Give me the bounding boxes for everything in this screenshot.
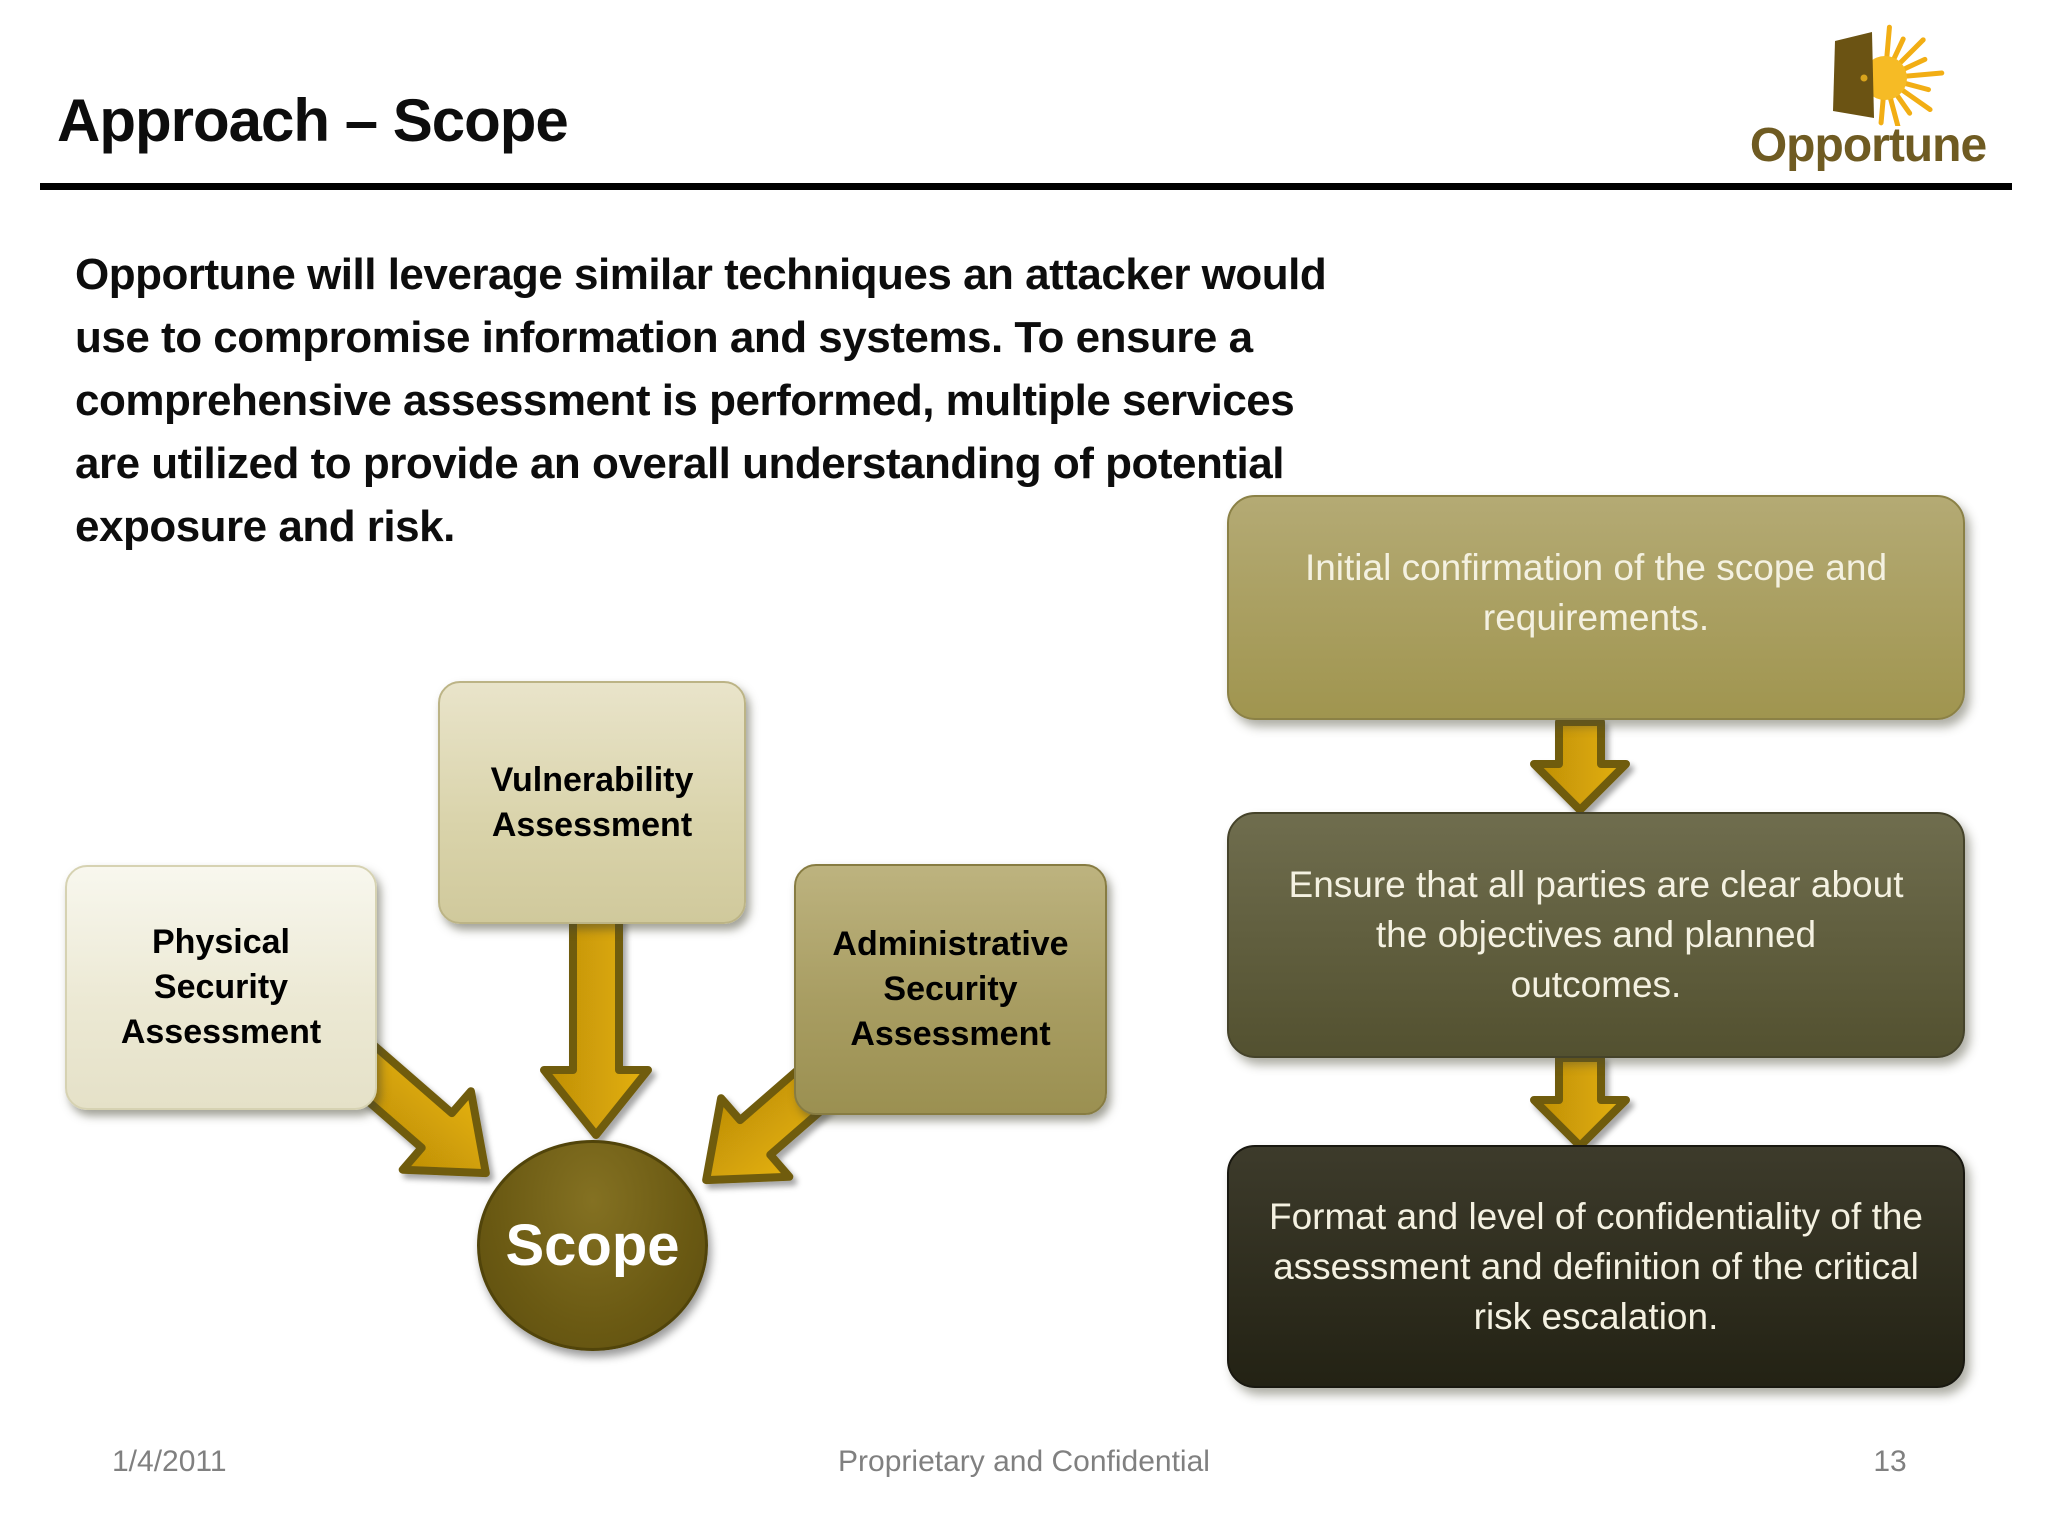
footer-date: 1/4/2011 — [112, 1445, 227, 1478]
node-administrative-security-assessment: Administrative Security Assessment — [794, 864, 1107, 1115]
process-step-ensure-clarity: Ensure that all parties are clear about … — [1227, 812, 1965, 1058]
footer-page-number: 13 — [1873, 1445, 1907, 1478]
title-underline — [40, 183, 2012, 190]
node-vulnerability-assessment: Vulnerability Assessment — [438, 681, 746, 924]
node-label: Vulnerability Assessment — [490, 760, 694, 844]
opportune-logo-icon — [1833, 24, 1945, 126]
door-icon — [1833, 32, 1874, 118]
sun-core-icon — [1863, 56, 1907, 100]
node-label: Physical Security Assessment — [120, 923, 322, 1051]
step-text: Initial confirmation of the scope and re… — [1304, 546, 1888, 638]
scope-hub-circle: Scope — [477, 1140, 708, 1351]
process-step-initial-confirmation: Initial confirmation of the scope and re… — [1227, 495, 1965, 720]
page-title: Approach – Scope — [57, 87, 569, 154]
arrow-step1-to-step2 — [1530, 718, 1630, 814]
step-text: Format and level of confidentiality of t… — [1268, 1195, 1924, 1337]
door-knob-icon — [1860, 74, 1868, 82]
process-step-format-confidentiality: Format and level of confidentiality of t… — [1227, 1145, 1965, 1388]
hub-label: Scope — [505, 1213, 680, 1278]
arrow-vulnerability-to-scope — [540, 901, 652, 1139]
step-text: Ensure that all parties are clear about … — [1288, 864, 1904, 1005]
footer-confidentiality-label: Proprietary and Confidential — [838, 1445, 1210, 1478]
intro-paragraph: Opportune will leverage similar techniqu… — [75, 250, 1327, 551]
node-physical-security-assessment: Physical Security Assessment — [65, 865, 377, 1110]
arrow-step2-to-step3 — [1530, 1054, 1630, 1150]
logo-wordmark: Opportune — [1749, 119, 1987, 172]
node-label: Administrative Security Assessment — [832, 925, 1069, 1053]
